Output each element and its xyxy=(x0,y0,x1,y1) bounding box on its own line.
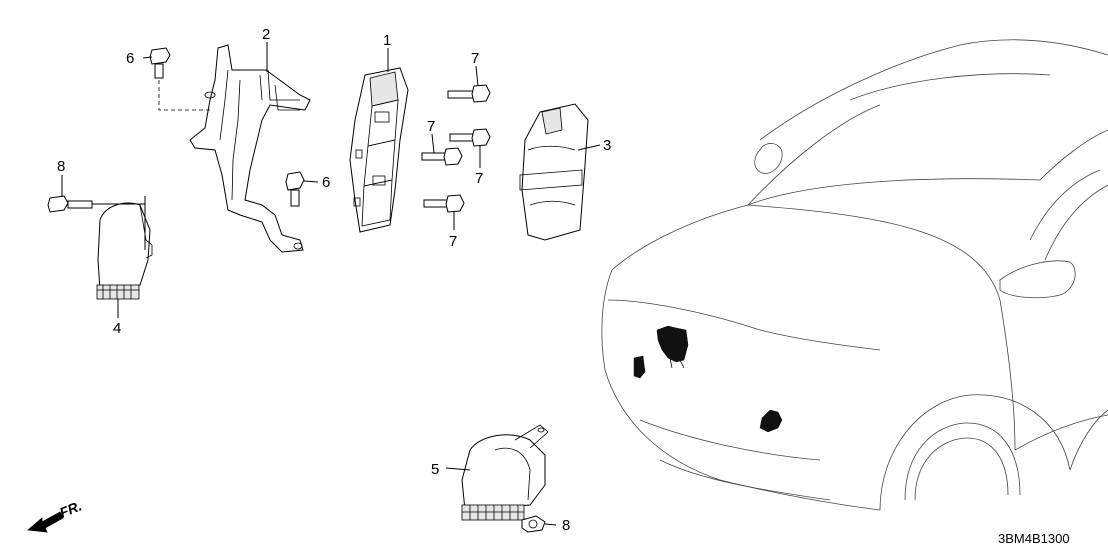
nut-8-lower xyxy=(521,515,546,533)
drawing-code: 3BM4B1300 xyxy=(998,531,1070,546)
horn-part-5 xyxy=(461,424,549,521)
callout-5: 5 xyxy=(431,461,439,478)
bolt-8-left xyxy=(47,195,145,213)
callout-2: 2 xyxy=(262,26,270,43)
vehicle-outline xyxy=(601,39,1108,511)
front-label: FR. xyxy=(57,497,84,520)
horn-part-4 xyxy=(96,196,153,300)
horn-high-location-marker xyxy=(759,409,783,433)
callout-7-left: 7 xyxy=(427,118,435,135)
callout-6-upper: 6 xyxy=(126,50,134,67)
module-location-marker xyxy=(656,325,689,363)
callout-6-lower: 6 xyxy=(322,174,330,191)
leader-lines xyxy=(61,42,601,526)
callout-8-left: 8 xyxy=(57,158,65,175)
bolt-7-mid-left xyxy=(421,147,463,166)
cover-part-3 xyxy=(519,103,589,241)
bolt-7-mid-right xyxy=(449,128,491,147)
bolt-6-upper xyxy=(149,47,210,111)
callout-8-lower: 8 xyxy=(562,517,570,534)
callout-labels: 1 2 3 4 5 6 6 7 7 7 7 8 8 xyxy=(57,26,611,534)
bolt-6-lower xyxy=(285,171,305,207)
callout-7-bottom: 7 xyxy=(449,233,457,250)
callout-3: 3 xyxy=(603,137,611,154)
bolt-7-top xyxy=(447,84,491,103)
callout-7-right: 7 xyxy=(475,170,483,187)
horn-low-location-marker xyxy=(633,355,646,379)
front-arrow-icon xyxy=(27,511,64,533)
callout-7-top: 7 xyxy=(471,50,479,67)
control-module-part-1 xyxy=(349,67,409,233)
bolt-7-bottom xyxy=(423,194,465,213)
front-direction-indicator: FR. xyxy=(27,497,84,533)
bracket-part-2 xyxy=(189,44,311,253)
callout-1: 1 xyxy=(383,32,391,49)
callout-4: 4 xyxy=(113,320,121,337)
